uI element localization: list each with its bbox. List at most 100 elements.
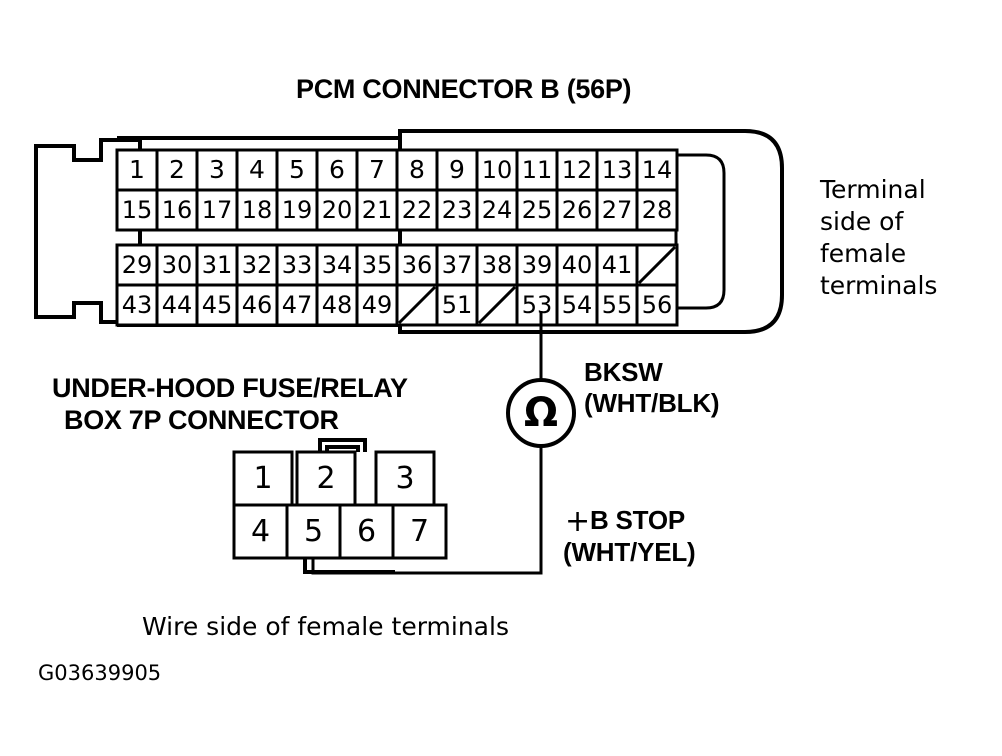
pin-number: 9 [449,155,465,184]
pin-number: 48 [322,291,353,319]
pin-number: 16 [162,196,193,224]
pin-number: 21 [362,196,393,224]
pin-number: 36 [402,251,433,279]
pin-number: 34 [322,251,353,279]
pin-number: 3 [209,155,225,184]
pin-number: 11 [522,156,553,184]
pin-number: 4 [249,155,265,184]
pin-cell [285,503,342,560]
pin-number: 4 [251,514,270,549]
pin-number: 30 [162,251,193,279]
pin-number: 41 [602,251,633,279]
pin-cell [555,283,599,327]
pin-number: 24 [482,196,513,224]
fuse-relay-latch-outer [318,438,367,452]
terminal-side-caption-line-3: female [820,239,907,268]
pin-number: 43 [122,291,153,319]
pin-number: 2 [169,155,185,184]
wire-label-bstop-name-row: + B STOP [565,504,686,539]
pin-number: 53 [522,291,553,319]
pin-number: 8 [409,155,425,184]
fuse-relay-title-line-1: UNDER-HOOD FUSE/RELAY [52,373,408,403]
pin-number: 32 [242,251,273,279]
pin-cell [635,283,679,327]
wire-side-caption: Wire side of female terminals [142,612,509,641]
pin-cell-diagonal-icon [397,285,437,325]
wire-label-bstop-color: (WHT/YEL) [563,537,696,567]
pin-number: 46 [242,291,273,319]
pcm-inner-panel-right [674,153,726,310]
pin-number: 25 [522,196,553,224]
pin-cell [235,283,279,327]
pin-number: 26 [562,196,593,224]
pin-number: 13 [602,156,633,184]
pin-cell [435,188,479,232]
pin-cell [515,283,559,327]
fuse-relay-bottom-skirt [303,558,395,574]
terminal-side-caption-line-4: terminals [820,271,938,300]
pin-number: 6 [357,514,376,549]
pin-number: 37 [442,251,473,279]
pin-cell-diagonal-icon [637,245,677,285]
pin-number: 14 [642,156,673,184]
pin-number: 6 [329,155,345,184]
pin-number: 19 [282,196,313,224]
pin-number: 47 [282,291,313,319]
ohm-symbol: Ω [524,390,558,436]
pin-number: 18 [242,196,273,224]
pin-cell [295,450,357,507]
pin-cell [555,148,599,192]
terminal-side-caption: Terminal side of female terminals [820,174,937,302]
pin-cell [315,148,359,192]
fuse-relay-title-line-2: BOX 7P CONNECTOR [64,405,339,435]
pin-number: 7 [369,155,385,184]
pin-number: 40 [562,251,593,279]
pin-cell [435,243,479,287]
pin-cell [555,243,599,287]
pin-cell [515,188,559,232]
wire-label-bksw-color: (WHT/BLK) [584,388,720,418]
pin-number: 29 [122,251,153,279]
pin-number: 31 [202,251,233,279]
pin-number: 38 [482,251,513,279]
pin-number: 28 [642,196,673,224]
pin-number: 22 [402,196,433,224]
pin-number: 12 [562,156,593,184]
pin-cell [555,188,599,232]
pin-number: 27 [602,196,633,224]
pin-number: 15 [122,196,153,224]
wire-label-bstop-name: B STOP [589,505,686,535]
terminal-side-caption-line-1: Terminal [820,175,926,204]
pin-number: 49 [362,291,393,319]
pin-cell [232,503,289,560]
pin-cell [595,283,639,327]
pin-number: 44 [162,291,193,319]
pin-number: 10 [482,156,513,184]
pin-cell [355,243,399,287]
pin-number: 3 [395,461,414,496]
wire-meter-to-7p-pin5 [311,446,543,575]
pin-number: 45 [202,291,233,319]
pin-cell [635,188,679,232]
pin-cell-diagonal-icon [477,285,517,325]
fuse-relay-latch-inner [325,445,360,452]
pcm-connector-title: PCM CONNECTOR B (56P) [296,74,632,104]
pin-cell [195,283,239,327]
pin-number: 56 [642,291,673,319]
pin-number: 2 [316,461,335,496]
pin-number: 1 [253,461,272,496]
pin-number: 54 [562,291,593,319]
pin-cell [475,188,519,232]
pin-cell [395,148,439,192]
pin-number: 55 [602,291,633,319]
pin-number: 17 [202,196,233,224]
pcm-outer-shell-right [398,129,784,334]
pin-cell [275,283,319,327]
plus-sign-glyph: + [565,504,590,539]
pin-number: 39 [522,251,553,279]
pin-number: 33 [282,251,313,279]
